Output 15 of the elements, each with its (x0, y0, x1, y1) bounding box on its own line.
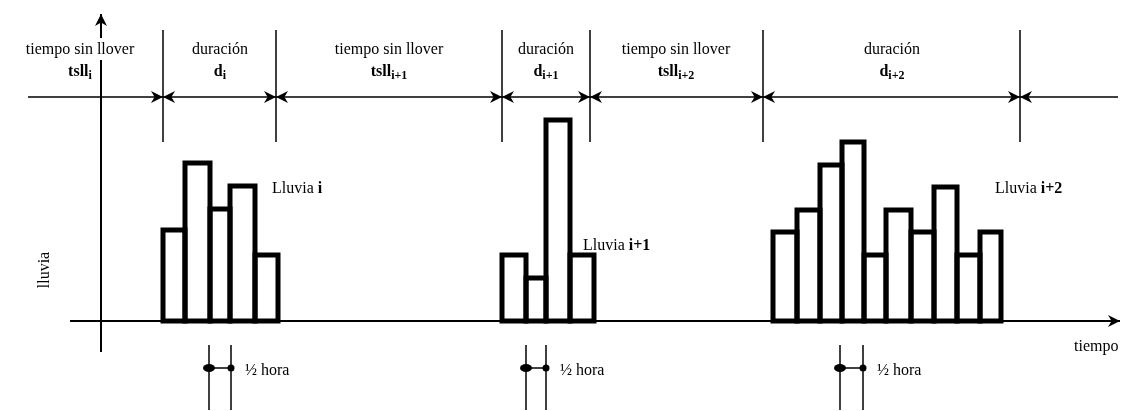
interval-symbol: tsll$_{i+1}$ (370, 61, 408, 82)
interval-label: tiempo sin llover (25, 38, 135, 60)
interval-symbol: tsll$_{i}$ (68, 61, 92, 82)
interval-symbol: d$_{i}$ (213, 61, 227, 82)
axis-label: lluvia (34, 251, 53, 289)
rain-label: Lluvia i+1 (583, 235, 651, 255)
interval-label: ½ hora (245, 360, 290, 380)
axis-label: tiempo (1074, 336, 1119, 357)
interval-label: ½ hora (560, 360, 605, 380)
interval-symbol: tsll$_{i+2}$ (657, 61, 695, 82)
interval-symbol: d$_{i+2}$ (879, 61, 905, 82)
rain-label: Lluvia i (272, 178, 323, 198)
interval-label: ½ hora (877, 360, 922, 380)
rain-label: Lluvia i+2 (995, 178, 1063, 198)
interval-symbol: d$_{i+1}$ (533, 61, 559, 82)
